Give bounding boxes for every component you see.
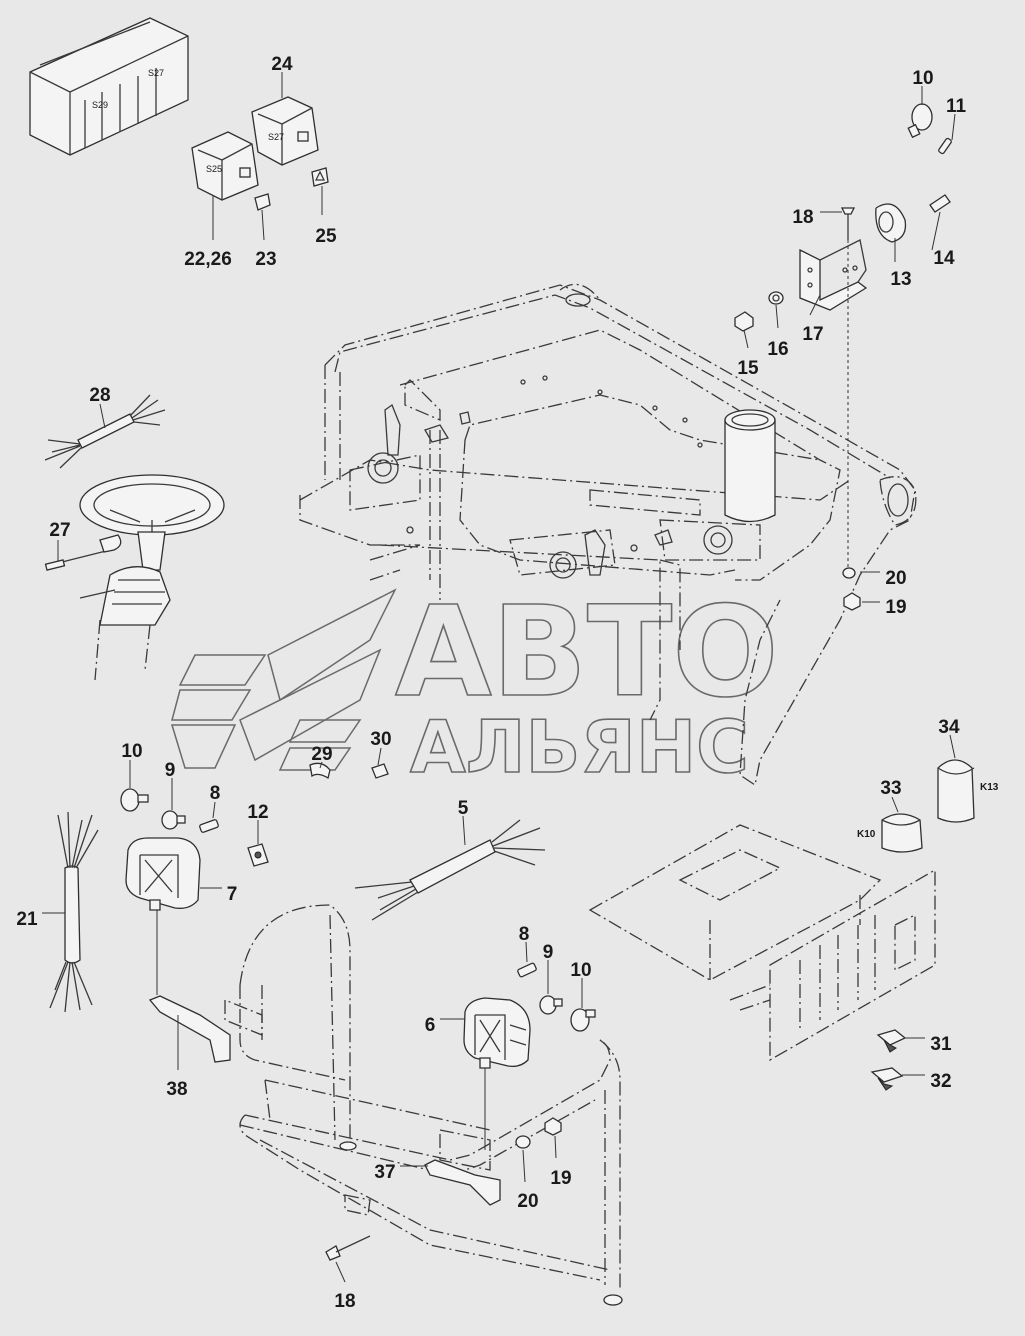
callout-c6: 6 bbox=[425, 1015, 436, 1036]
leader-lines bbox=[42, 72, 956, 1283]
bolt-18-bottom bbox=[325, 1235, 371, 1261]
bracket-37 bbox=[424, 1159, 501, 1206]
callout-c8b: 8 bbox=[519, 924, 530, 945]
callout-c10c: 10 bbox=[570, 960, 591, 981]
callout-c15: 15 bbox=[737, 358, 759, 379]
bulb-9-right bbox=[539, 995, 563, 1015]
bulb-10-top bbox=[907, 103, 933, 139]
bulb-11-top bbox=[938, 137, 952, 155]
callout-c29: 29 bbox=[311, 744, 332, 765]
callout-c14: 14 bbox=[933, 248, 955, 269]
callout-c23: 23 bbox=[255, 249, 276, 270]
cab-frame bbox=[299, 283, 917, 787]
callout-c12: 12 bbox=[247, 802, 268, 823]
callout-c7: 7 bbox=[227, 884, 238, 905]
callout-c31: 31 bbox=[930, 1034, 952, 1055]
switch-mark-s27: S27 bbox=[268, 132, 284, 142]
console-housing bbox=[588, 824, 936, 1062]
callout-c18a: 18 bbox=[792, 207, 813, 228]
switch-mark-s25: S25 bbox=[206, 164, 222, 174]
nut-15 bbox=[734, 311, 754, 332]
watermark-line2: АЛЬЯНС bbox=[410, 705, 749, 789]
callout-c21: 21 bbox=[16, 909, 38, 930]
lamp-bracket-assembly bbox=[799, 194, 951, 311]
callout-c27: 27 bbox=[49, 520, 70, 541]
nut-19-top bbox=[843, 592, 861, 611]
harness-21 bbox=[49, 811, 99, 1013]
callout-c5: 5 bbox=[458, 798, 469, 819]
clip-29 bbox=[309, 762, 331, 780]
bulb-9-left bbox=[161, 810, 186, 830]
watermark-logo bbox=[170, 588, 397, 771]
callout-c11: 11 bbox=[946, 96, 967, 117]
callout-c9a: 9 bbox=[165, 760, 176, 781]
work-lamp-6 bbox=[463, 997, 531, 1069]
watermark-line1: АВТО bbox=[395, 580, 779, 725]
callout-c19b: 19 bbox=[550, 1168, 571, 1189]
rocker-switch-s25: S25 bbox=[191, 131, 271, 211]
callout-c33: 33 bbox=[880, 778, 901, 799]
callout-c30: 30 bbox=[370, 729, 391, 750]
panel-mark-s29: S29 bbox=[92, 100, 108, 110]
callout-c16: 16 bbox=[767, 339, 788, 360]
callout-c25: 25 bbox=[315, 226, 337, 247]
harness-5 bbox=[354, 819, 546, 921]
callout-c10b: 10 bbox=[121, 741, 142, 762]
relay-33-k10: K10 bbox=[857, 813, 923, 853]
washer-20-bottom bbox=[515, 1135, 531, 1149]
callout-c9b: 9 bbox=[543, 942, 554, 963]
callout-c24: 24 bbox=[271, 54, 293, 75]
callout-c28: 28 bbox=[89, 385, 110, 406]
nut-19-bottom bbox=[544, 1117, 562, 1136]
work-lamp-7 bbox=[125, 837, 201, 911]
callout-c20a: 20 bbox=[885, 568, 906, 589]
switch-panel: S27 S29 bbox=[29, 17, 189, 156]
switch-27 bbox=[44, 534, 122, 599]
cable-28 bbox=[44, 394, 166, 469]
plug-30 bbox=[371, 763, 389, 779]
bulb-10-left bbox=[120, 788, 149, 812]
callout-c20b: 20 bbox=[517, 1191, 538, 1212]
bulb-8-left bbox=[199, 819, 219, 833]
callout-c37: 37 bbox=[374, 1162, 395, 1183]
holder-12 bbox=[247, 843, 269, 867]
protection-bar bbox=[224, 904, 623, 1306]
fuse-32 bbox=[870, 1067, 904, 1091]
washer-16 bbox=[768, 291, 784, 305]
callout-c32: 32 bbox=[930, 1071, 951, 1092]
steering-wheel bbox=[79, 474, 225, 681]
rocker-switch-s27: S27 bbox=[251, 96, 329, 187]
callout-c38: 38 bbox=[166, 1079, 187, 1100]
relay-mark-k10: K10 bbox=[857, 829, 876, 840]
callout-c17: 17 bbox=[802, 324, 823, 345]
callout-c13: 13 bbox=[890, 269, 911, 290]
callout-c22: 22,26 bbox=[184, 249, 232, 270]
fuse-31 bbox=[876, 1029, 907, 1053]
bulb-8-right bbox=[517, 962, 537, 978]
callout-c8a: 8 bbox=[210, 783, 221, 804]
washer-20-top bbox=[842, 567, 856, 579]
callout-c10a: 10 bbox=[912, 68, 933, 89]
callout-c19a: 19 bbox=[885, 597, 906, 618]
panel-mark-s27: S27 bbox=[148, 68, 164, 78]
relay-34-k13: K13 bbox=[937, 759, 999, 823]
callout-c34: 34 bbox=[938, 717, 960, 738]
bulb-10-right bbox=[570, 1008, 596, 1032]
bracket-38 bbox=[148, 995, 231, 1063]
relay-mark-k13: K13 bbox=[980, 782, 999, 793]
callout-c18b: 18 bbox=[334, 1291, 355, 1312]
callout-labels: 24 10 11 18 14 13 22,26 23 25 17 16 15 28 27 20 19 34 10 3… bbox=[16, 54, 966, 1312]
